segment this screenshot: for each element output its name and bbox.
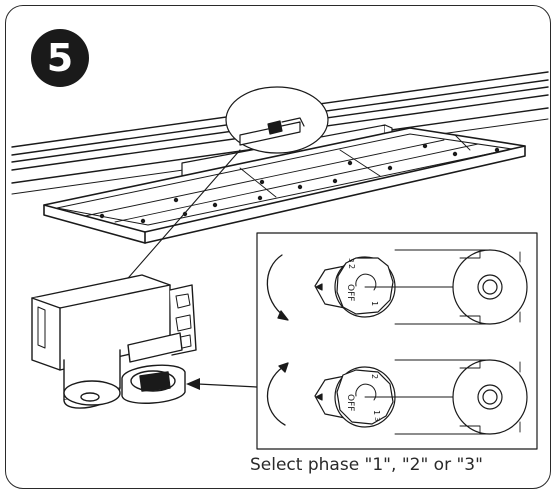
- pointer-arrow: [197, 383, 258, 388]
- phase-knob-upper: [314, 249, 528, 325]
- adapter-clip: [239, 117, 305, 146]
- instruction-caption: Select phase "1", "2" or "3": [250, 455, 483, 475]
- lower-phase-2-label: 2: [370, 374, 379, 379]
- rotate-counterclockwise-arrow: [266, 362, 289, 426]
- lower-phase-3-label: 3: [373, 417, 381, 421]
- instruction-frame: [5, 5, 551, 489]
- upper-off-label: OFF: [345, 284, 355, 301]
- luminaire-panel: [43, 127, 526, 244]
- rotate-clockwise-arrow: [266, 254, 289, 321]
- upper-phase-2-label: 2: [347, 264, 356, 269]
- lower-phase-1-label: 1: [372, 410, 381, 415]
- step-number-badge: 5: [31, 29, 89, 87]
- lower-off-label: OFF: [345, 394, 355, 411]
- phase-knob-lower: [314, 359, 528, 435]
- leader-line: [121, 149, 241, 286]
- lower-knob-labels: OFF 2 1 3: [345, 374, 381, 421]
- upper-phase-1-label: 1: [370, 301, 379, 306]
- upper-knob-labels: OFF 2 3 1: [345, 258, 379, 306]
- panel-screw-holes: [99, 143, 500, 224]
- track-adapter-detail: [31, 274, 197, 409]
- upper-phase-3-label: 3: [347, 258, 355, 262]
